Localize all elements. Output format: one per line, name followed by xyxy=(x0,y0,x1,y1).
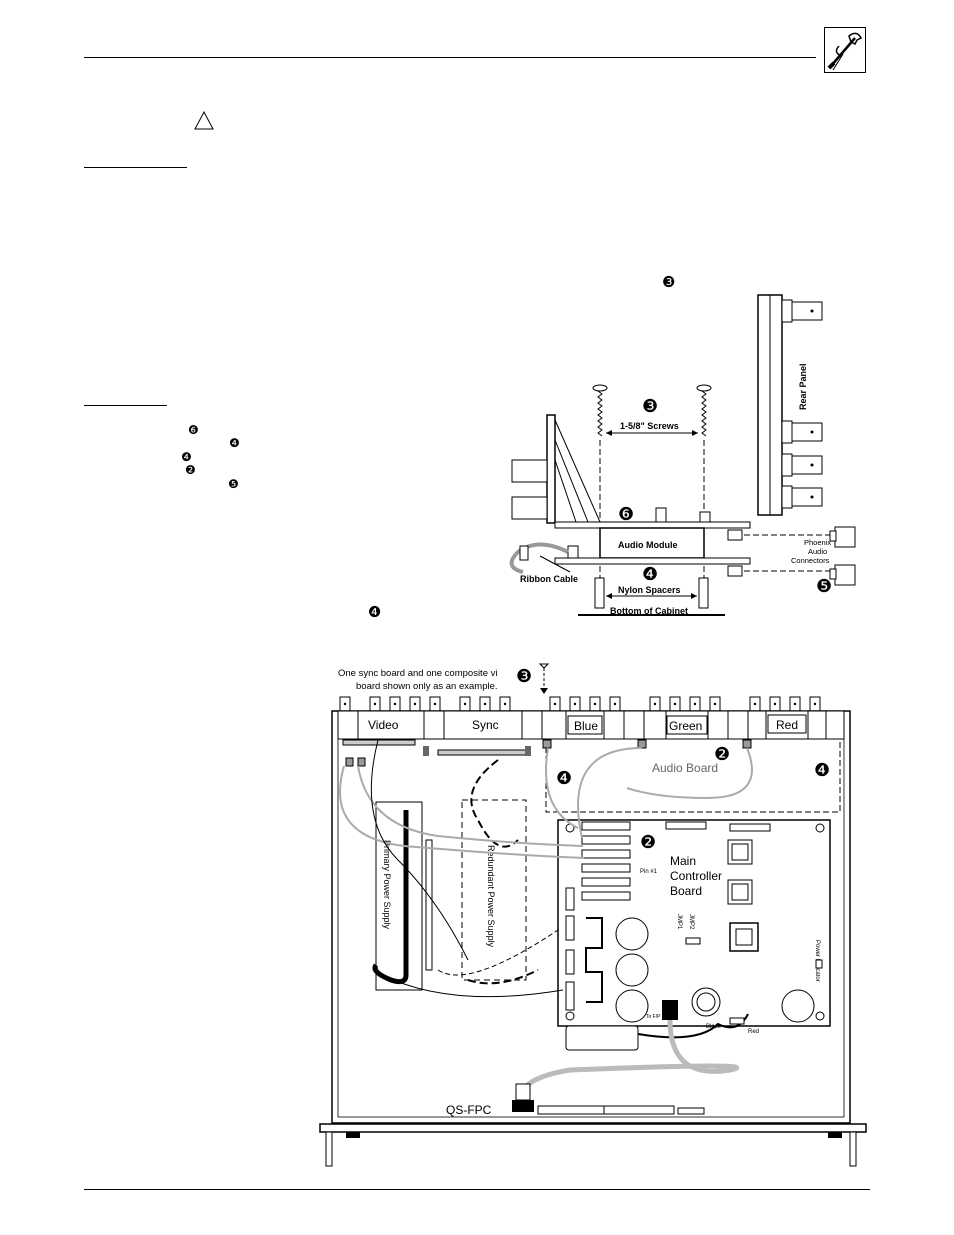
qs-fpc-label: QS-FPC xyxy=(446,1103,492,1117)
main-controller-label-1: Main xyxy=(670,854,696,868)
red-wire-label: Red xyxy=(748,1029,759,1035)
example-note-line1: One sync board and one composite vi xyxy=(338,668,497,679)
slot-label-green: Green xyxy=(669,719,702,733)
jmp1-label: JMP1 xyxy=(676,914,682,930)
chassis-top-view-diagram: One sync board and one composite vi boar… xyxy=(319,663,867,1167)
callout-6: ❻ xyxy=(618,504,634,524)
bnc-connector xyxy=(781,420,823,444)
warning-triangle-icon xyxy=(194,110,214,135)
callout-4: ❹ xyxy=(642,564,658,584)
callout-2-inline: ❷ xyxy=(185,463,196,477)
callout-4: ❹ xyxy=(556,768,572,788)
screws-label: 1-5/8" Screws xyxy=(620,421,679,431)
slot-dividers xyxy=(357,711,827,739)
section-heading-underline xyxy=(84,167,187,168)
bnc-connector xyxy=(781,485,823,509)
phoenix-label-3: Connectors xyxy=(791,556,830,565)
primary-power-supply-label: Primary Power Supply xyxy=(382,840,392,930)
callout-4-inline: ❹ xyxy=(368,603,382,621)
slot-label-video: Video xyxy=(368,718,399,732)
nylon-spacers-label: Nylon Spacers xyxy=(618,585,681,595)
jmp2-label: JMP2 xyxy=(688,914,694,930)
callout-6-inline: ❻ xyxy=(188,423,199,437)
header-rule xyxy=(84,57,816,58)
slot-label-red: Red xyxy=(776,718,798,732)
audio-module-label: Audio Module xyxy=(618,540,678,550)
ribbon-connectors xyxy=(565,821,771,1011)
audio-board-label: Audio Board xyxy=(652,761,718,775)
callout-3: ❸ xyxy=(642,396,658,416)
screw xyxy=(696,384,712,610)
black-wire-label: Black xyxy=(706,1024,722,1030)
callout-5: ❺ xyxy=(816,576,832,596)
callout-3-inline: ❸ xyxy=(662,273,676,291)
rear-panel: Rear Panel xyxy=(757,294,823,516)
ribbon-cable-label: Ribbon Cable xyxy=(520,574,578,584)
example-note-line2: board shown only as an example. xyxy=(356,681,498,692)
front-bracket xyxy=(511,414,601,524)
screwdriver-wrench-icon xyxy=(824,27,866,73)
callout-3: ❸ xyxy=(516,666,532,686)
section-heading-underline xyxy=(84,405,167,406)
phoenix-label-1: Phoenix xyxy=(804,538,831,547)
fpc-conn-label: To F/P Conn. xyxy=(646,1014,675,1020)
main-controller-label-2: Controller xyxy=(670,869,722,883)
rear-panel-label: Rear Panel xyxy=(798,363,808,410)
redundant-power-supply-label: Redundant Power Supply xyxy=(486,845,496,948)
bottom-of-cabinet-label: Bottom of Cabinet xyxy=(610,606,688,616)
main-controller-label-3: Board xyxy=(670,884,702,898)
footer-rule xyxy=(84,1189,870,1190)
phoenix-label-2: Audio xyxy=(808,547,827,556)
audio-module-side-view-diagram: Rear Panel ❸ 1-5/8" Screws ❻ Audio Modul… xyxy=(509,294,856,616)
slot-label-sync: Sync xyxy=(472,718,499,732)
callout-4: ❹ xyxy=(814,760,830,780)
slot-label-blue: Blue xyxy=(574,719,598,733)
callout-4-inline: ❹ xyxy=(229,436,240,450)
screw xyxy=(592,384,608,610)
callout-5-inline: ❺ xyxy=(228,477,239,491)
bnc-connector xyxy=(781,299,823,323)
pin1-label: Pin #1 xyxy=(640,869,658,875)
callout-4-inline: ❹ xyxy=(181,450,192,464)
rear-connector-row xyxy=(339,696,821,712)
callout-2: ❷ xyxy=(640,832,656,852)
callout-2: ❷ xyxy=(714,744,730,764)
bnc-connector xyxy=(781,453,823,477)
